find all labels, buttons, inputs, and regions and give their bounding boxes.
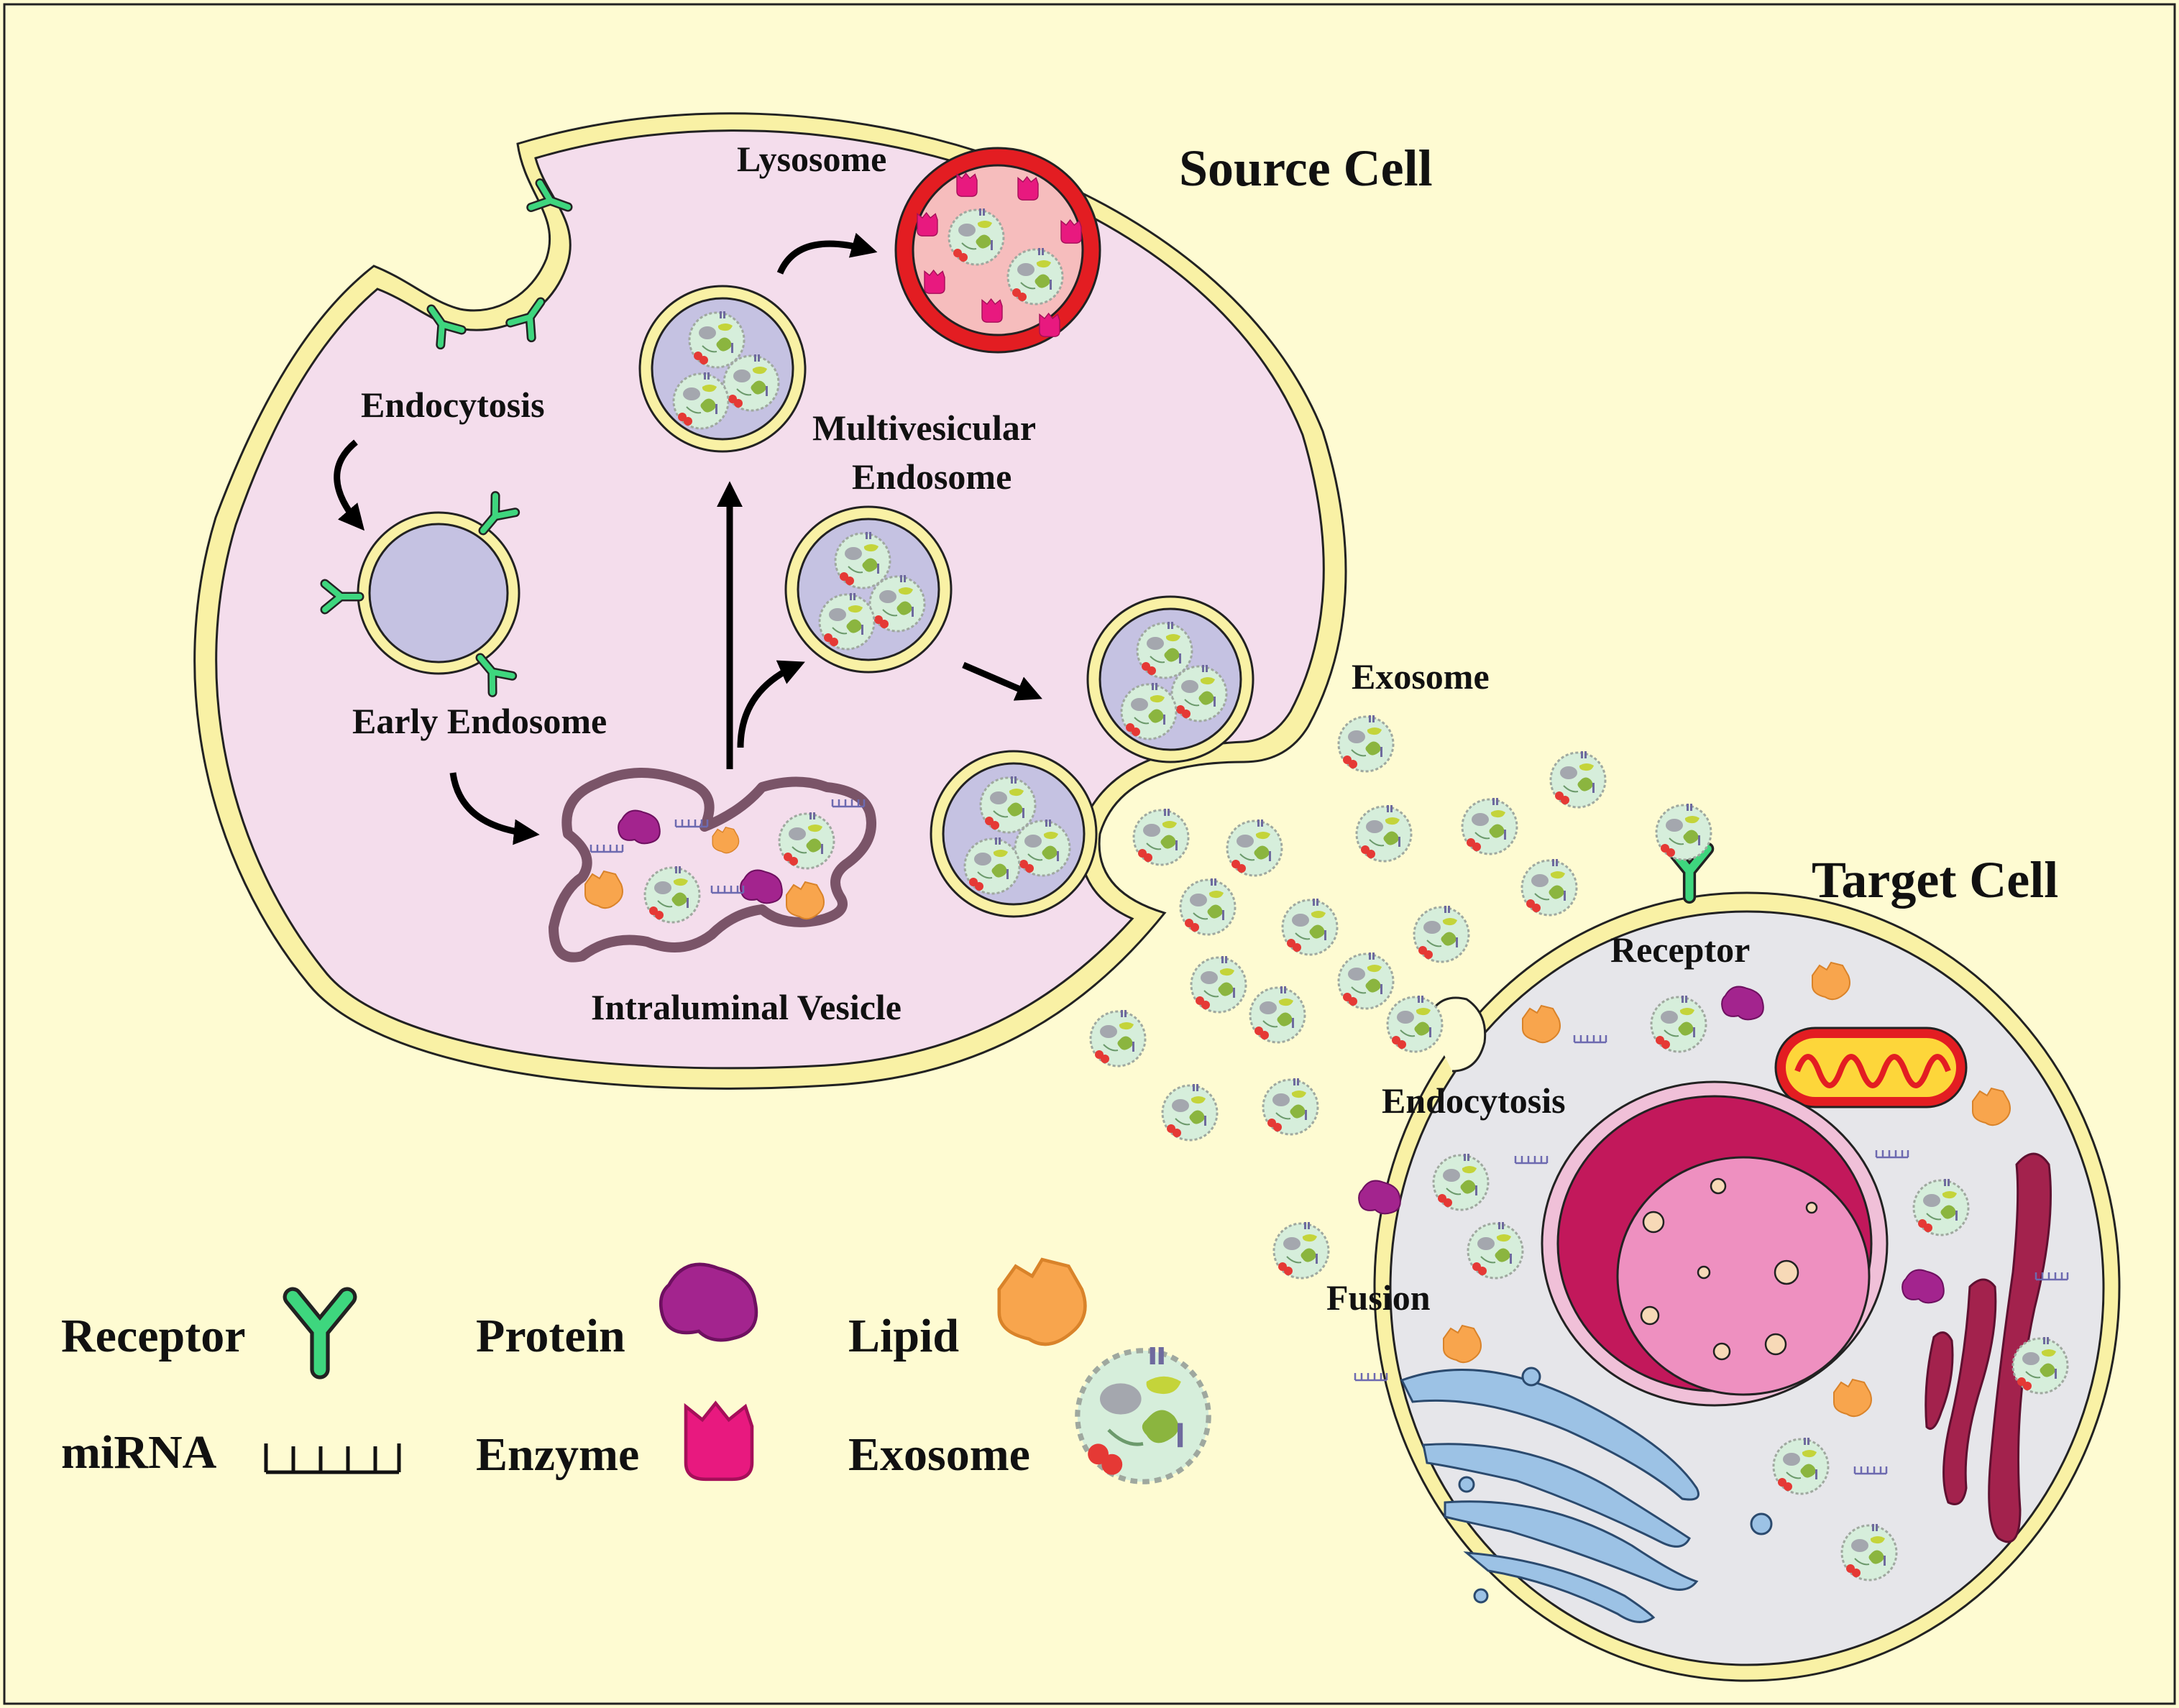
enzyme-icon: [917, 212, 938, 237]
endocytosis-label-target: Endocytosis: [1382, 1080, 1566, 1121]
lipid-icon: [584, 871, 623, 909]
endocytosis-label-source: Endocytosis: [361, 385, 545, 425]
lipid-icon: [1812, 962, 1850, 1001]
multivesicular-endosome-label-line1: Multivesicular: [812, 408, 1036, 448]
early-endosome: [325, 496, 520, 693]
lysosome-icon: [894, 147, 1101, 354]
lipid-icon: [786, 881, 825, 920]
arrow-icon: [737, 660, 805, 748]
arrows: [334, 232, 1042, 845]
enzyme-icon: [1060, 219, 1082, 244]
fusion-label: Fusion: [1326, 1277, 1431, 1318]
arrow-icon: [334, 439, 365, 531]
intraluminal-vesicle-organelle: [549, 768, 876, 963]
arrow-icon: [449, 772, 540, 845]
multivesicular-endosome: [1088, 597, 1253, 762]
lipid-icon: [1972, 1088, 2011, 1126]
enzyme-icon: [686, 1403, 752, 1479]
arrow-icon: [776, 232, 878, 275]
golgi-icon: [1400, 1367, 1773, 1623]
legend-protein-label: Protein: [476, 1310, 625, 1362]
target-cell-title: Target Cell: [1812, 851, 2058, 909]
legend: Receptor miRNA Protein Enzyme Lipid Exos…: [61, 1259, 1208, 1482]
nucleus-icon: [1541, 1080, 1889, 1407]
legend-receptor-label: Receptor: [61, 1310, 246, 1362]
legend-exosome-label: Exosome: [848, 1428, 1030, 1481]
legend-mirna-label: miRNA: [61, 1426, 217, 1479]
lipid-icon: [1522, 1005, 1561, 1044]
legend-lipid-label: Lipid: [848, 1310, 959, 1362]
enzyme-icon: [924, 270, 945, 294]
early-endosome-label: Early Endosome: [352, 701, 607, 741]
enzyme-icon: [1039, 313, 1060, 337]
lipid-icon: [1833, 1379, 1872, 1418]
arrow-icon: [962, 661, 1042, 701]
lipid-icon: [999, 1259, 1086, 1344]
lysosome-label: Lysosome: [737, 139, 886, 179]
enzyme-icon: [1017, 176, 1039, 201]
multivesicular-endosome: [786, 507, 951, 672]
lipid-icon: [712, 827, 740, 854]
exosome-label: Exosome: [1352, 656, 1490, 697]
multivesicular-endosome: [640, 286, 805, 451]
legend-enzyme-label: Enzyme: [476, 1428, 639, 1481]
mitochondrion-icon: [1774, 1027, 1968, 1108]
frame: [3, 3, 2176, 1705]
enzyme-icon: [956, 173, 978, 197]
lipid-icon: [1443, 1325, 1482, 1364]
mirna-icon: [264, 1443, 401, 1474]
source-cell-title: Source Cell: [1179, 139, 1433, 197]
receptor-label: Receptor: [1610, 929, 1750, 970]
enzyme-icon: [981, 298, 1003, 323]
multivesicular-endosome: [931, 751, 1096, 917]
multivesicular-endosome-label-line2: Endosome: [852, 456, 1011, 497]
intraluminal-vesicle-label: Intraluminal Vesicle: [591, 987, 902, 1027]
